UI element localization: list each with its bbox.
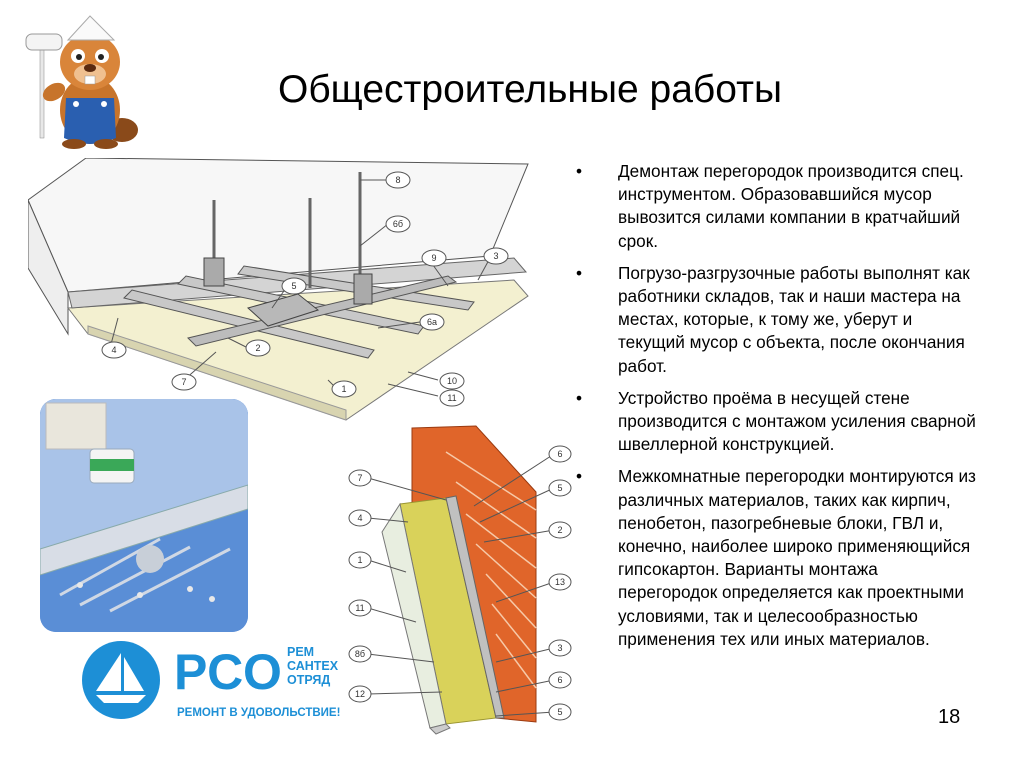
- wall-callout: 13: [555, 577, 565, 587]
- wall-callout: 8б: [355, 649, 365, 659]
- logo-subtitle: РЕМ САНТЕХ ОТРЯД: [287, 645, 357, 687]
- bullet-item: • Устройство проёма в несущей стене прои…: [570, 387, 978, 457]
- page-number: 18: [938, 706, 961, 728]
- suspended-ceiling-diagram: 8 6б 9 3 5 6а 4 2 7 1 10 11: [28, 158, 529, 421]
- bullet-item: • Демонтаж перегородок производится спец…: [570, 160, 978, 253]
- wall-partition-diagram: 7 4 1 11 8б 12 6 5 2 13 3 6 5: [348, 425, 572, 735]
- sailboat-icon: [96, 653, 146, 703]
- bullet-text: Погрузо-разгрузочные работы выполнят как…: [618, 262, 970, 376]
- logo-slogan: РЕМОНТ В УДОВОЛЬСТВИЕ!: [177, 707, 341, 719]
- ceiling-callout: 1: [341, 384, 346, 394]
- bullet-marker: •: [576, 161, 583, 181]
- materials-photo: [40, 399, 248, 632]
- wall-callout: 11: [355, 603, 364, 613]
- ceiling-callout: 9: [431, 253, 436, 263]
- ceiling-callout: 3: [493, 251, 498, 261]
- ceiling-callout: 6б: [393, 219, 403, 229]
- wall-callout: 7: [357, 473, 362, 483]
- bullet-marker: •: [576, 466, 583, 487]
- bullet-text: Устройство проёма в несущей стене произв…: [618, 387, 976, 455]
- ceiling-callout: 2: [255, 343, 260, 353]
- wall-callout: 1: [357, 555, 362, 565]
- ceiling-callout: 11: [447, 393, 456, 403]
- ceiling-callout: 8: [395, 175, 400, 185]
- ceiling-callout: 5: [291, 281, 296, 291]
- bullet-text: Демонтаж перегородок производится спец. …: [618, 161, 964, 251]
- wall-callout: 6: [557, 449, 562, 459]
- logo-name: РСО: [174, 644, 283, 700]
- wall-callout: 5: [557, 483, 562, 493]
- bullet-marker: •: [576, 262, 583, 283]
- wall-callout: 2: [557, 525, 562, 535]
- wall-callout: 4: [357, 513, 362, 523]
- ceiling-callout: 7: [181, 377, 186, 387]
- wall-callout: 3: [557, 643, 562, 653]
- ceiling-callout: 10: [447, 376, 457, 386]
- beaver-mascot-icon: [25, 15, 138, 149]
- logo-subtitle-line: ОТРЯД: [287, 673, 331, 687]
- bullet-item: • Межкомнатные перегородки монтируются и…: [570, 465, 978, 651]
- wall-callout: 12: [355, 689, 365, 699]
- ceiling-callout: 4: [111, 345, 116, 355]
- logo-subtitle-line: РЕМ: [287, 645, 315, 659]
- logo-subtitle-line: САНТЕХ: [287, 659, 339, 673]
- bullet-text: Межкомнатные перегородки монтируются из …: [618, 466, 976, 649]
- wall-callout: 6: [557, 675, 562, 685]
- bullet-item: • Погрузо-разгрузочные работы выполнят к…: [570, 262, 978, 378]
- ceiling-callout: 6а: [427, 317, 437, 327]
- company-logo: РСО РЕМ САНТЕХ ОТРЯД РЕМОНТ В УДОВОЛЬСТВ…: [82, 641, 350, 729]
- bullet-list: • Демонтаж перегородок производится спец…: [570, 160, 978, 660]
- logo-mark: [82, 641, 160, 719]
- page-title: Общестроительные работы: [278, 68, 782, 111]
- wall-callout: 5: [557, 707, 562, 717]
- bullet-marker: •: [576, 387, 583, 408]
